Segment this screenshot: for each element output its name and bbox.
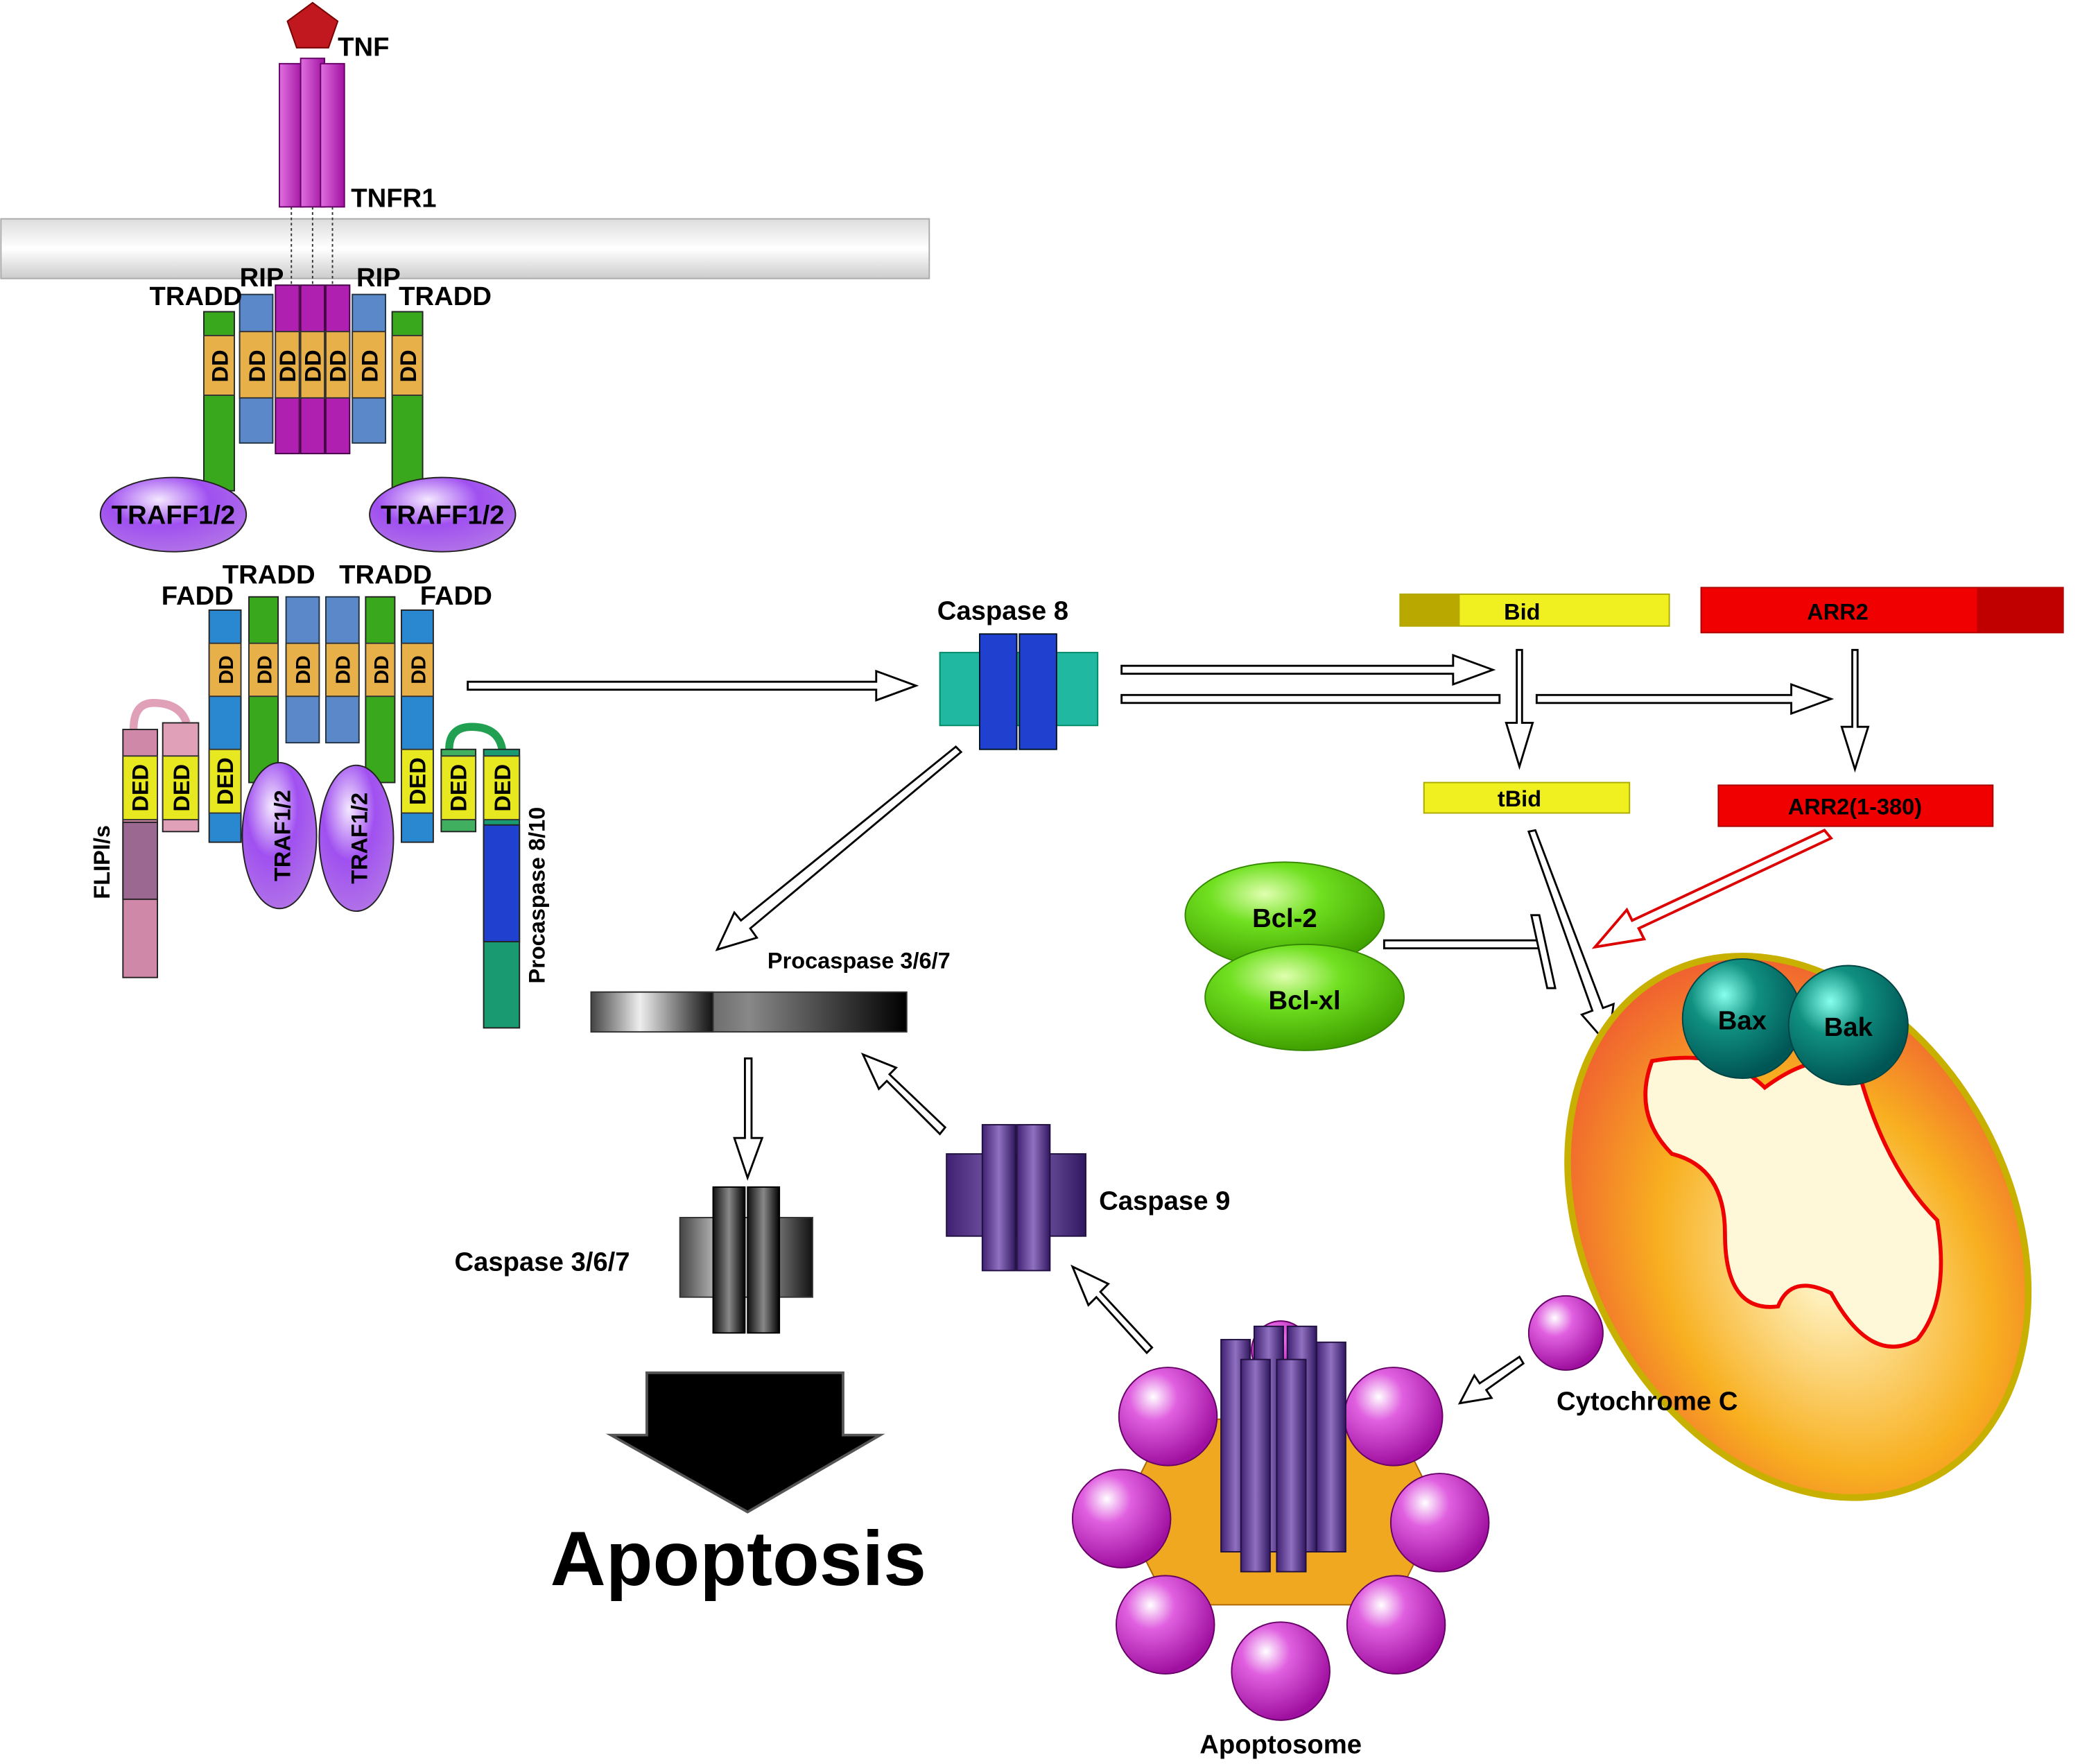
apoptosis-arrow xyxy=(605,1371,885,1514)
arr2-protein xyxy=(1700,587,2064,634)
dd-label: DD xyxy=(216,655,238,684)
arrow-arr2-fragment-to-mitochondria xyxy=(1591,829,1834,949)
cytochrome-c-sphere xyxy=(1527,1295,1604,1371)
bak-protein xyxy=(1787,965,1909,1086)
rip-label: RIP xyxy=(356,263,401,293)
ded-label: DED xyxy=(169,764,194,812)
ded-label: DED xyxy=(447,764,471,812)
rip-label: RIP xyxy=(240,263,284,293)
bclxl-protein xyxy=(1204,943,1405,1051)
caspase9-label: Caspase 9 xyxy=(1099,1186,1230,1216)
procaspase-8-10-label: Procaspase 8/10 xyxy=(525,807,550,984)
dd-label: DD xyxy=(207,349,232,382)
traff-label: TRAFF1/2 xyxy=(112,501,236,530)
dd-label: DD xyxy=(275,349,300,382)
tradd-label: TRADD xyxy=(150,282,243,311)
dd-label: DD xyxy=(396,349,421,382)
flip-label: FLIPl/s xyxy=(89,825,114,899)
arrow-procaspase-to-caspase367 xyxy=(733,1057,764,1181)
tnfr1-receptor xyxy=(279,58,345,286)
complex-one: DD DD DD DD DD DD DD xyxy=(99,284,517,553)
arr2-fragment-label: ARR2(1-380) xyxy=(1788,794,1922,819)
traf-label: TRAF1/2 xyxy=(347,793,372,884)
tnfr1-label: TNFR1 xyxy=(351,183,436,213)
tnf-ligand xyxy=(286,1,339,49)
cytochrome-c-label: Cytochrome C xyxy=(1557,1386,1737,1416)
tnf-label: TNF xyxy=(338,32,389,62)
traff-label: TRAFF1/2 xyxy=(381,501,505,530)
tbid-label: tBid xyxy=(1498,786,1541,811)
arrow-disc-to-caspase8 xyxy=(467,669,919,702)
apoptosis-label: Apoptosis xyxy=(551,1516,926,1602)
bak-label: Bak xyxy=(1824,1012,1873,1042)
bid-label: Bid xyxy=(1504,599,1540,624)
tradd-label: TRADD xyxy=(399,282,492,311)
bid-protein xyxy=(1399,593,1670,627)
caspase-3-6-7-label: Caspase 3/6/7 xyxy=(455,1247,630,1277)
caspase-3-6-7 xyxy=(679,1186,813,1334)
arr2-label: ARR2 xyxy=(1807,599,1869,624)
traf-label: TRAF1/2 xyxy=(270,790,295,881)
procaspase-3-6-7 xyxy=(590,991,908,1033)
tbid-protein xyxy=(1423,781,1631,814)
caspase8-label: Caspase 8 xyxy=(937,596,1068,625)
arrow-caspase8-to-bid xyxy=(1120,653,1496,686)
ded-label: DED xyxy=(128,764,153,812)
fadd-label: FADD xyxy=(162,581,234,611)
apoptosome xyxy=(1071,1320,1490,1721)
arr2-fragment-protein xyxy=(1717,784,1994,827)
tradd-label: TRADD xyxy=(223,560,315,590)
caspase9 xyxy=(946,1124,1086,1272)
arrow-caspase8-to-arr2 xyxy=(1535,682,1835,716)
tradd-label: TRADD xyxy=(339,560,432,590)
dd-label: DD xyxy=(300,349,325,382)
dd-label: DD xyxy=(332,655,354,684)
dd-label: DD xyxy=(254,655,277,684)
dd-label: DD xyxy=(293,655,315,684)
inhibition-bcl2-to-tbid xyxy=(1383,914,1557,989)
bclxl-label: Bcl-xl xyxy=(1269,986,1341,1016)
fadd-label: FADD xyxy=(420,581,492,611)
dd-label: DD xyxy=(371,655,393,684)
arrow-apoptosome-to-caspase9 xyxy=(1071,1264,1154,1355)
mitochondrion xyxy=(1564,953,2032,1501)
complex-two: DD DD DD DD DD DD DED DED DED DED DED DE… xyxy=(122,596,521,1029)
arrow-caspase8-to-procaspase367 xyxy=(715,745,963,951)
pathway-arrows xyxy=(467,648,1870,1405)
cell-membrane xyxy=(0,218,930,279)
bcl2-label: Bcl-2 xyxy=(1252,903,1317,933)
arrow-cytochrome-to-apoptosome xyxy=(1457,1355,1525,1405)
dd-label: DD xyxy=(245,349,270,382)
ded-label: DED xyxy=(213,757,238,805)
caspase8 xyxy=(939,633,1099,750)
arrow-arr2-cleavage xyxy=(1840,648,1870,773)
bax-label: Bax xyxy=(1718,1005,1767,1035)
dd-label: DD xyxy=(408,655,430,684)
arrow-bid-to-tbid xyxy=(1505,648,1534,770)
procaspase-3-6-7-label: Procaspase 3/6/7 xyxy=(768,948,951,973)
ded-label: DED xyxy=(490,764,515,812)
dd-label: DD xyxy=(326,349,351,382)
arrow-caspase9-to-procaspase367 xyxy=(860,1052,947,1136)
apoptosome-label: Apoptosome xyxy=(1199,1730,1362,1760)
dd-label: DD xyxy=(358,349,383,382)
ded-label: DED xyxy=(405,757,430,805)
